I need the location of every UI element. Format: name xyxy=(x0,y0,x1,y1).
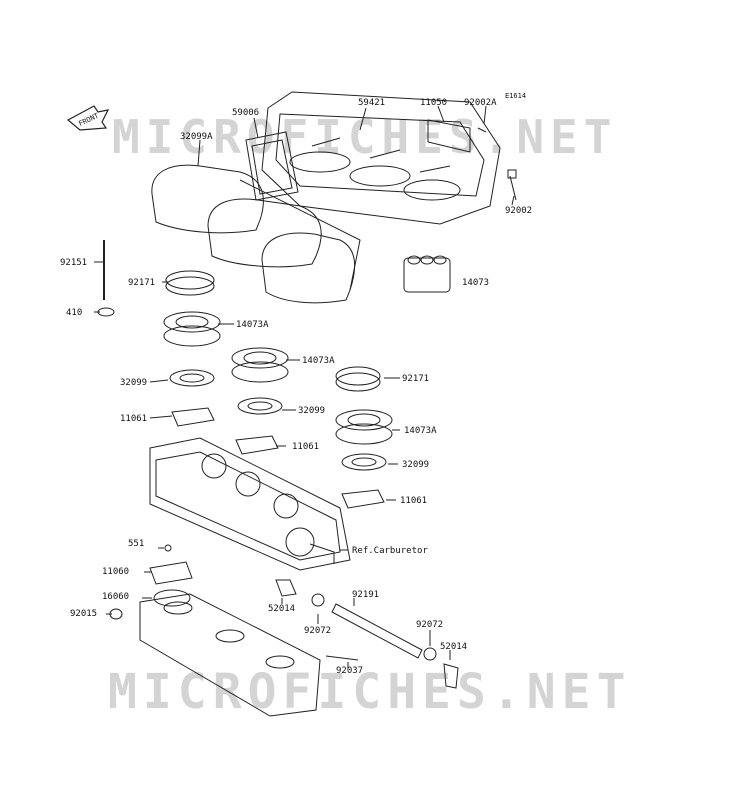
label-92002A: 92002A xyxy=(464,98,497,108)
label-551: 551 xyxy=(128,539,145,549)
diagram-code: E1614 xyxy=(505,92,527,100)
label-14073A-3: 14073A xyxy=(404,426,437,436)
label-92072-a: 92072 xyxy=(304,626,332,636)
label-11061-a: 11061 xyxy=(120,414,148,424)
intake-housing xyxy=(261,91,501,225)
label-92037: 92037 xyxy=(336,666,364,676)
front-arrow-icon: FRONT xyxy=(66,105,110,131)
sleeve-14073A-3 xyxy=(335,409,393,445)
label-59006: 59006 xyxy=(232,108,260,118)
watermark-bottom: MICROFICHES.NET xyxy=(108,664,632,720)
label-92151: 92151 xyxy=(60,258,88,268)
label-59421: 59421 xyxy=(358,98,386,108)
label-410: 410 xyxy=(66,308,83,318)
label-ref-carburetor: Ref.Carburetor xyxy=(352,546,428,556)
label-14073A-1: 14073A xyxy=(236,320,269,330)
label-92171-a: 92171 xyxy=(128,278,156,288)
label-32099-c: 32099 xyxy=(402,460,430,470)
label-92002: 92002 xyxy=(505,206,533,216)
label-52014-a: 52014 xyxy=(268,604,296,614)
label-32099-b: 32099 xyxy=(298,406,326,416)
label-14073A-2: 14073A xyxy=(302,356,335,366)
carburetor-assembly xyxy=(149,437,351,571)
label-52014-b: 52014 xyxy=(440,642,468,652)
filter-cover-32099A xyxy=(151,164,264,234)
label-32099A: 32099A xyxy=(180,132,213,142)
hose-92191 xyxy=(331,603,423,659)
label-92072-b: 92072 xyxy=(416,620,444,630)
watermark-top: MICROFICHES.NET xyxy=(112,110,618,164)
boot-14073 xyxy=(403,257,451,293)
intake-manifold xyxy=(139,593,321,717)
label-11060: 11060 xyxy=(102,567,130,577)
bracket-11050 xyxy=(427,119,471,153)
sleeve-14073A-2 xyxy=(231,347,289,383)
label-92171-b: 92171 xyxy=(402,374,430,384)
label-16060: 16060 xyxy=(102,592,130,602)
washer-410 xyxy=(97,307,115,317)
label-92015: 92015 xyxy=(70,609,98,619)
gasket-59006 xyxy=(245,131,299,201)
label-11061-b: 11061 xyxy=(292,442,320,452)
label-92191: 92191 xyxy=(352,590,380,600)
label-32099-a: 32099 xyxy=(120,378,148,388)
label-14073: 14073 xyxy=(462,278,490,288)
label-11061-c: 11061 xyxy=(400,496,428,506)
sleeve-14073A-1 xyxy=(163,311,221,347)
label-11050: 11050 xyxy=(420,98,448,108)
